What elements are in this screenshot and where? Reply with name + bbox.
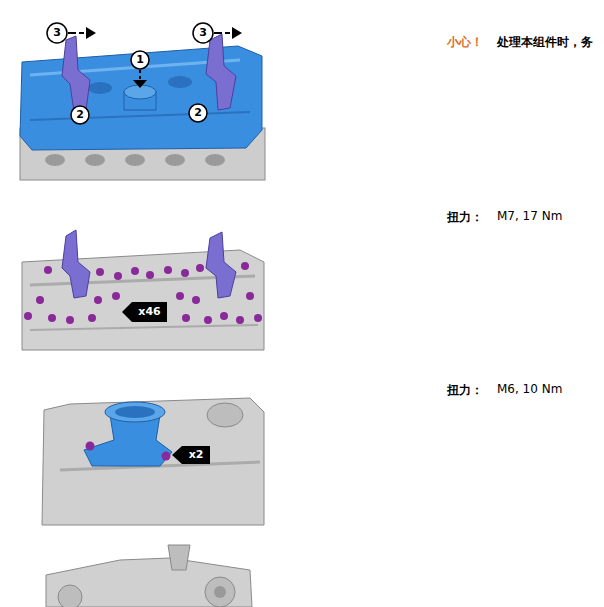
caution-label: 小心！	[447, 34, 483, 51]
panel-2	[22, 230, 264, 350]
callout-number: 2	[189, 105, 207, 121]
torque-label: 扭力：	[447, 209, 483, 226]
quantity-tag: x2	[182, 447, 210, 463]
panel-4	[46, 545, 252, 607]
quantity-tag: x46	[132, 304, 167, 320]
callout-number: 3	[48, 25, 66, 41]
panel-1	[20, 23, 265, 180]
callout-number: 3	[194, 25, 212, 41]
callout-number: 1	[131, 52, 149, 68]
panel-3	[42, 398, 264, 525]
torque-value: M7, 17 Nm	[497, 209, 562, 223]
callout-number: 2	[71, 107, 89, 123]
caution-note: 处理本组件时，务	[497, 34, 593, 51]
torque-value: M6, 10 Nm	[497, 382, 562, 396]
torque-label: 扭力：	[447, 382, 483, 399]
